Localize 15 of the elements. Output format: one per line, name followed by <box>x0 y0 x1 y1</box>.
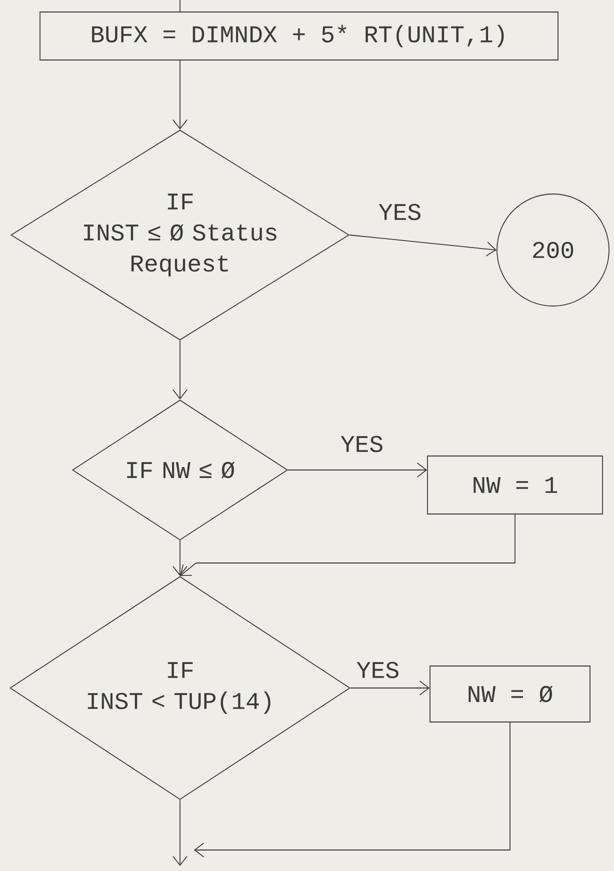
arrow <box>172 60 188 130</box>
arrow <box>350 680 430 696</box>
arrow <box>172 800 188 866</box>
arrow <box>288 462 428 478</box>
arrow <box>172 540 188 576</box>
edge-label: YES <box>339 434 385 454</box>
arrow <box>172 340 188 400</box>
edge-label: YES <box>355 660 401 680</box>
arrow <box>349 234 497 256</box>
arrow <box>194 722 510 858</box>
process-box: NW = Ø <box>430 666 590 722</box>
edge-label: YES <box>377 202 423 222</box>
arrow <box>180 514 516 576</box>
process-box: BUFX = DIMNDX + 5* RT(UNIT,1) <box>40 12 558 60</box>
process-box: NW = 1 <box>427 456 603 514</box>
